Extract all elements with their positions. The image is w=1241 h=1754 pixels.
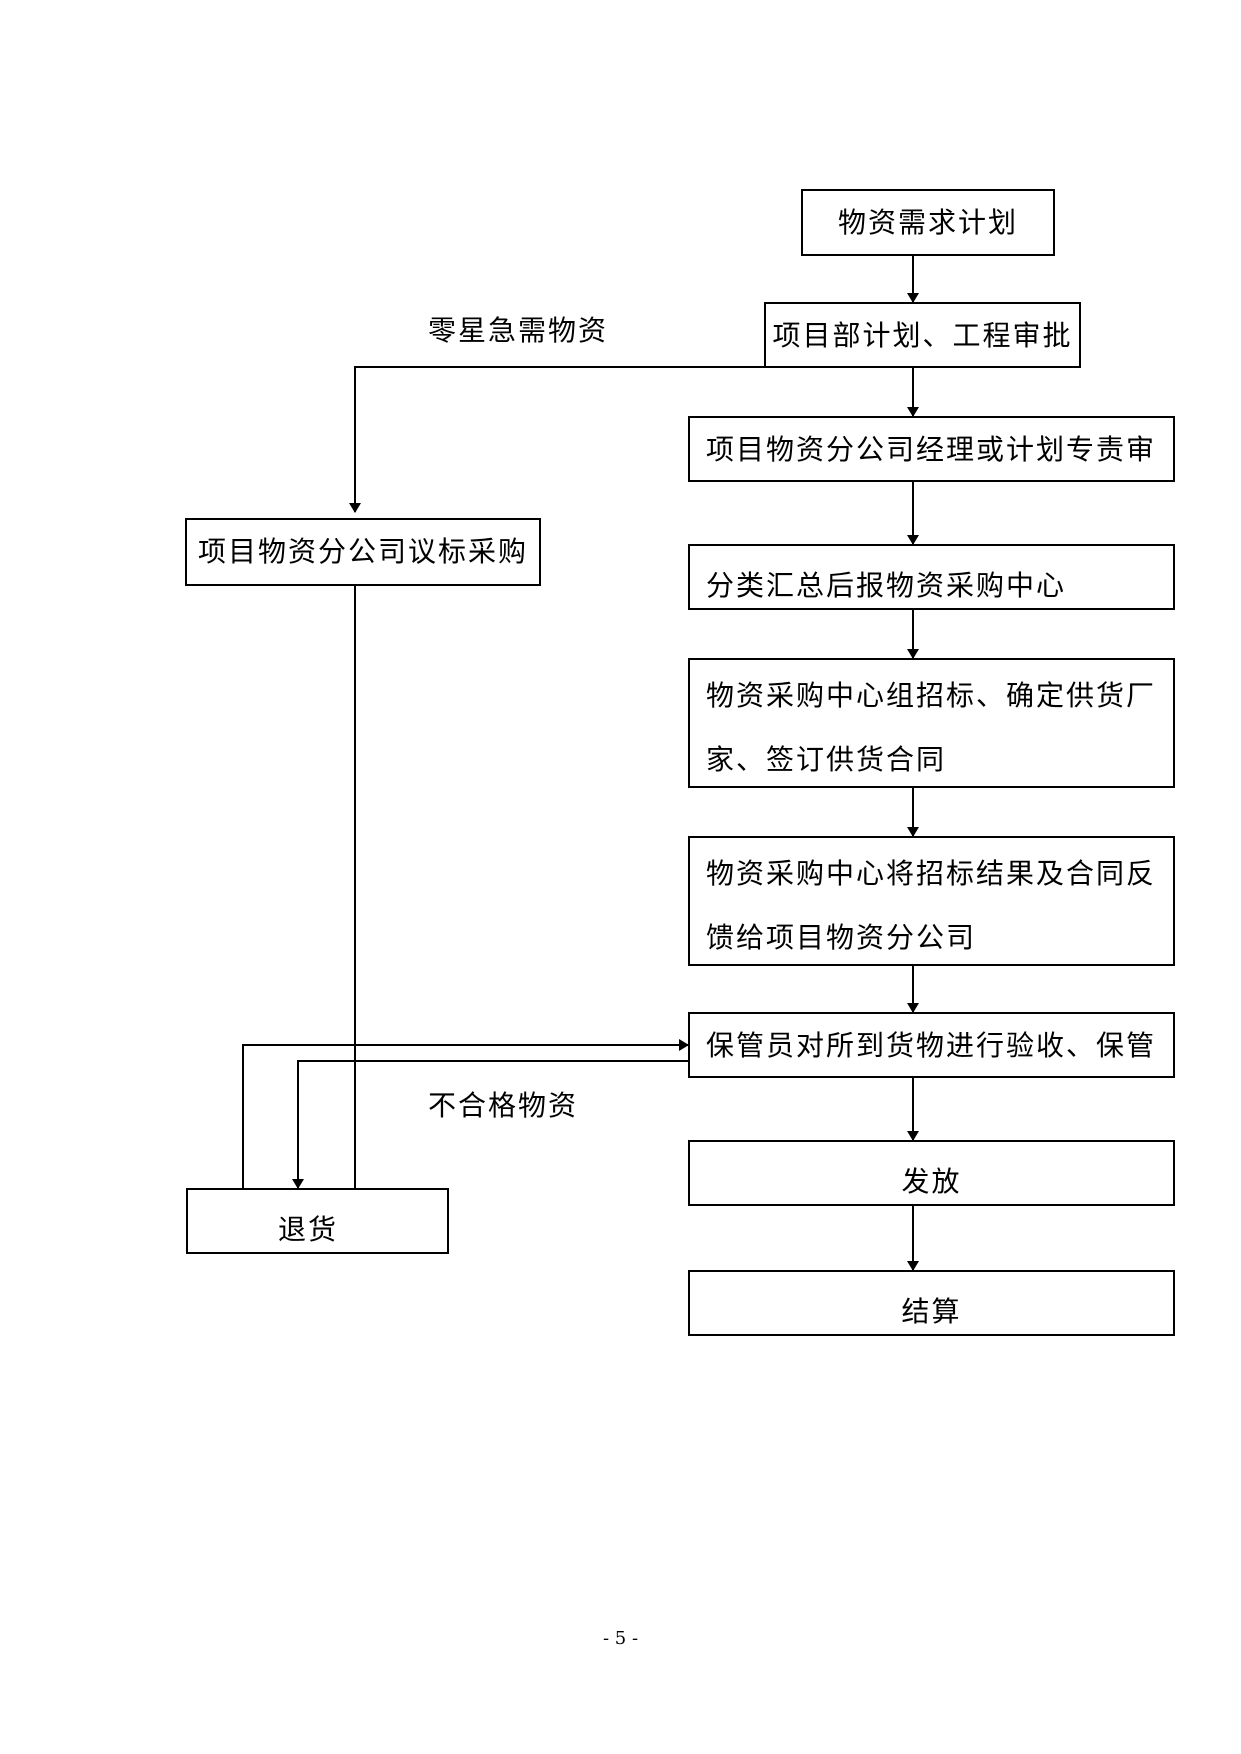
node-feedback: 物资采购中心将招标结果及合同反 馈给项目物资分公司 (688, 836, 1175, 966)
arrow-inspection-to-return (292, 1060, 688, 1189)
node-settlement-label: 结算 (901, 1295, 962, 1328)
label-urgent-materials: 零星急需物资 (428, 314, 609, 347)
node-manager-review: 项目物资分公司经理或计划专责审 (688, 416, 1175, 482)
node-feedback-line2: 馈给项目物资分公司 (706, 921, 977, 954)
node-local-purchase-label: 项目物资分公司议标采购 (197, 535, 528, 568)
node-project-approval: 项目部计划、工程审批 (764, 302, 1081, 368)
node-project-approval-label: 项目部计划、工程审批 (772, 319, 1073, 352)
arrow-into-inspection (242, 1039, 689, 1190)
node-feedback-line1: 物资采购中心将招标结果及合同反 (706, 857, 1157, 890)
page-number: - 5 - (602, 1628, 639, 1649)
node-summary-report: 分类汇总后报物资采购中心 (688, 544, 1175, 610)
node-demand-plan: 物资需求计划 (801, 189, 1055, 256)
node-issue: 发放 (688, 1140, 1175, 1206)
node-return-goods-label: 退货 (278, 1213, 339, 1246)
node-inspection-label: 保管员对所到货物进行验收、保管 (706, 1029, 1157, 1062)
node-demand-plan-label: 物资需求计划 (837, 206, 1018, 239)
node-issue-label: 发放 (901, 1165, 962, 1198)
node-local-purchase: 项目物资分公司议标采购 (185, 518, 541, 586)
node-return-goods: 退货 (186, 1188, 449, 1254)
node-summary-report-label: 分类汇总后报物资采购中心 (706, 569, 1067, 602)
label-unqualified-materials: 不合格物资 (428, 1089, 579, 1122)
node-tender-line2: 家、签订供货合同 (706, 743, 947, 776)
node-inspection: 保管员对所到货物进行验收、保管 (688, 1012, 1175, 1078)
node-manager-review-label: 项目物资分公司经理或计划专责审 (706, 433, 1157, 466)
node-tender-line1: 物资采购中心组招标、确定供货厂 (706, 679, 1157, 712)
node-settlement: 结算 (688, 1270, 1175, 1336)
node-tender: 物资采购中心组招标、确定供货厂 家、签订供货合同 (688, 658, 1175, 788)
arrow-approval-to-local-purchase (349, 366, 764, 513)
